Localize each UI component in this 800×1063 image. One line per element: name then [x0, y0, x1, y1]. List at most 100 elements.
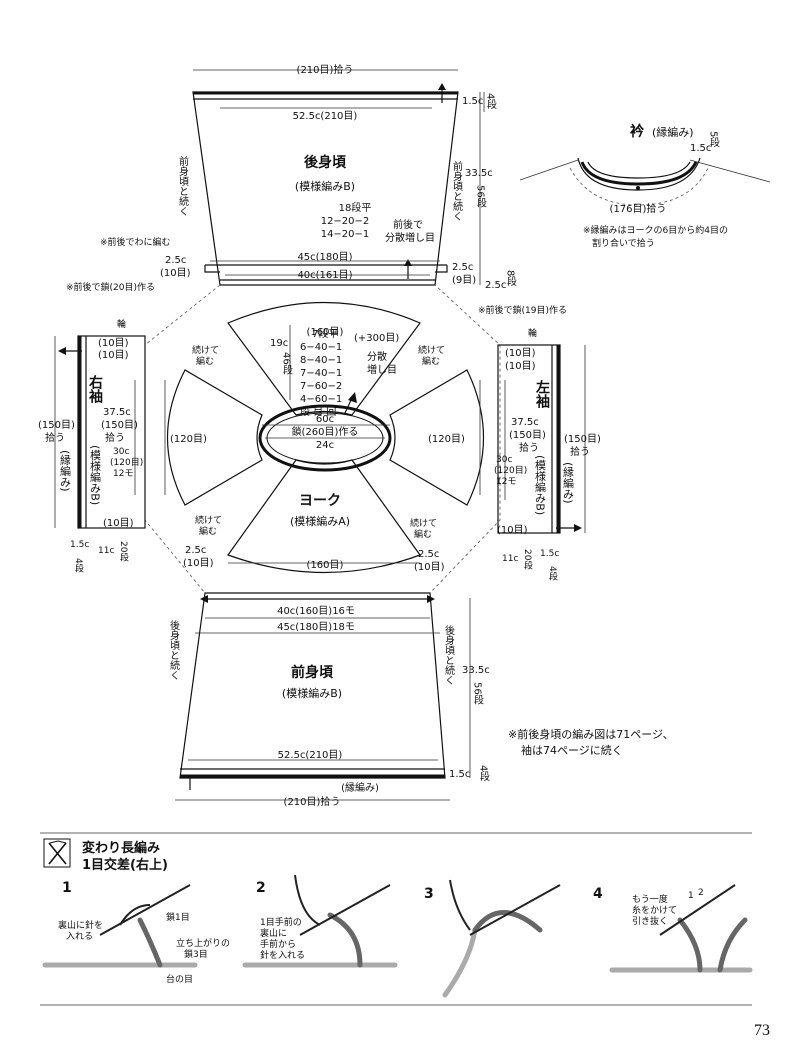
- right-sleeve-width-cm: 37.5c: [103, 407, 131, 418]
- stitch-4-n1: 1: [688, 891, 694, 901]
- front-title: 前身頃: [291, 664, 334, 681]
- yoke-row-4: 7−60−2: [300, 381, 342, 392]
- yoke-top-stitches: (160目): [307, 327, 344, 338]
- left-sleeve-s10a: (10目): [505, 348, 536, 359]
- yoke-right-stitches: (120目): [428, 434, 465, 445]
- stitch-4-a: もう一度: [632, 893, 668, 905]
- front-height-rows: 56段: [472, 682, 484, 706]
- left-sleeve-width-cm: 37.5c: [511, 417, 539, 428]
- left-sleeve-b4: 4段: [547, 566, 558, 582]
- right-sleeve-b11: 11c: [98, 546, 114, 556]
- left-sleeve-ring: 輪: [528, 327, 537, 339]
- stitch-1-b: 入れる: [66, 931, 93, 942]
- right-sleeve-b4: 4段: [73, 558, 84, 574]
- stitch-2-b: 裏山に: [260, 927, 287, 939]
- front-width-bottom: 52.5c(210目): [278, 750, 343, 761]
- back-top-cm: 1.5c: [462, 96, 483, 107]
- front-edge: (縁編み): [341, 781, 379, 794]
- yoke-row-0: 7段平: [312, 327, 338, 340]
- right-sleeve-s10b: (10目): [98, 350, 129, 361]
- right-sleeve-w30: 30c: [113, 447, 129, 457]
- stitch-2-d: 針を入れる: [260, 949, 305, 961]
- yoke-row-3: 7−40−1: [300, 368, 342, 379]
- left-sleeve-title: 左袖: [534, 379, 551, 409]
- front-bottom-rows: 4段: [478, 765, 490, 782]
- stitch-step-4: [609, 884, 753, 973]
- yoke-tsuzuke-bl: 続けて: [195, 514, 222, 526]
- stitch-step-3: [442, 879, 561, 998]
- right-sleeve-panel: [54, 335, 146, 529]
- back-width-40: 40c(161目): [297, 270, 352, 281]
- left-sleeve-b11: 11c: [502, 554, 518, 564]
- front-body-panel: [175, 592, 471, 801]
- front-left-cm: 2.5c: [185, 545, 206, 556]
- back-inc-note-1: 前後で: [393, 218, 423, 231]
- page-number: 73: [754, 1022, 770, 1039]
- back-note-wa: ※前後でわに編む: [100, 236, 171, 248]
- yoke-bottom-stitches: (160目): [307, 560, 344, 571]
- back-right-cm: 2.5c: [452, 262, 473, 273]
- back-note-right: ※前後で鎖(19目)作る: [478, 304, 567, 316]
- stitch-4-n2: 2: [698, 888, 704, 898]
- right-sleeve-pickup: (150目): [38, 420, 75, 431]
- collar-pattern: (縁編み): [652, 125, 694, 139]
- yoke-row-2: 8−40−1: [300, 355, 342, 366]
- collar-title: 衿: [630, 123, 645, 140]
- stitch-step-1: [42, 884, 198, 968]
- right-sleeve-width-st: (150目): [101, 420, 138, 431]
- back-side-left: 前身頃と続く: [177, 155, 189, 216]
- back-inc-3: 14−20−1: [321, 229, 370, 240]
- yoke-height-cm: 19c: [270, 338, 288, 349]
- back-body-panel: [192, 69, 485, 286]
- stitch-1-c: 鎖1目: [166, 911, 190, 923]
- front-left-stitches: (10目): [183, 558, 214, 569]
- front-pickup: (210目)拾う: [284, 795, 341, 808]
- stitch-2-c: 手前から: [260, 938, 296, 950]
- collar-diagram: [519, 157, 771, 206]
- back-left-cm: 2.5c: [165, 255, 186, 266]
- back-height-cm: 33.5c: [465, 168, 493, 179]
- yoke-plus: (+300目): [354, 333, 399, 344]
- back-pattern: (模様編みB): [295, 179, 355, 193]
- back-note-left: ※前後で鎖(20目)作る: [66, 281, 155, 293]
- yoke-tsuzuke-tr: 続けて: [418, 344, 445, 356]
- left-sleeve-s10b: (10目): [505, 361, 536, 372]
- right-sleeve-b15: 1.5c: [70, 540, 89, 550]
- stitch-step-1-num: 1: [62, 880, 72, 896]
- stitch-step-4-num: 4: [593, 886, 603, 902]
- yoke-increase-table: 7段平 6−40−1 8−40−1 7−40−1 7−60−2 4−60−1 段…: [300, 327, 342, 418]
- back-width-45: 45c(180目): [297, 252, 352, 263]
- stitch-1-e: 鎖3目: [184, 948, 208, 960]
- stitch-step-2: [242, 874, 398, 968]
- left-sleeve-b20: 20段: [522, 549, 533, 570]
- yoke-60cm: 60c: [316, 414, 334, 425]
- stitch-1-a: 裏山に針を: [58, 919, 103, 931]
- yoke-bunsan-2: 増し目: [367, 363, 397, 376]
- front-right-stitches: (10目): [414, 562, 445, 573]
- stitch-1-d: 立ち上がりの: [176, 937, 230, 949]
- collar-pickup: (176目)拾う: [610, 202, 667, 215]
- yoke-tsuzuke-br: 続けて: [410, 517, 437, 529]
- right-sleeve-s10c: (10目): [103, 518, 134, 529]
- right-sleeve-s10a: (10目): [98, 338, 129, 349]
- left-sleeve-edge: (縁編み): [562, 462, 575, 504]
- yoke-pattern: (模様編みA): [290, 514, 350, 528]
- yoke-panel: [144, 284, 501, 594]
- collar-note-2: 割り合いで拾う: [592, 237, 655, 249]
- collar-rows: 5段: [708, 131, 720, 148]
- back-inc-2: 12−20−2: [321, 216, 370, 227]
- left-sleeve-s10c: (10目): [497, 525, 528, 536]
- front-right-cm: 2.5c: [418, 549, 439, 560]
- yoke-tsuzuke-tl-2: 編む: [196, 355, 214, 367]
- left-sleeve-b15: 1.5c: [540, 549, 559, 559]
- back-right-cm-b: 2.5c: [485, 280, 506, 291]
- stitch-subtitle: 1目交差(右上): [82, 857, 168, 873]
- right-sleeve-title: 右袖: [87, 374, 104, 404]
- front-side-left: 後身頃と続く: [168, 619, 180, 680]
- front-bottom-cm: 1.5c: [449, 769, 470, 780]
- back-inc-1: 18段平: [339, 201, 372, 214]
- back-right-rows: 8段: [505, 270, 517, 287]
- yoke-24cm: 24c: [316, 440, 334, 451]
- stitch-step-3-num: 3: [424, 886, 434, 902]
- yoke-title: ヨーク: [299, 493, 341, 509]
